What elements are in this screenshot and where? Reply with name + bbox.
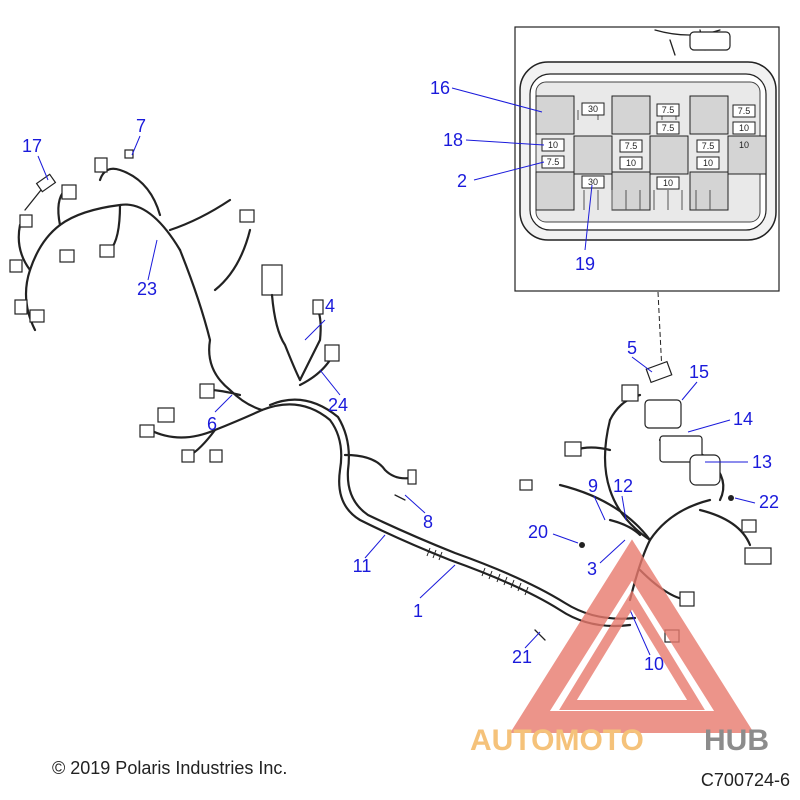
fuse-label: 7.5	[702, 141, 715, 151]
fuse-label: 10	[626, 158, 636, 168]
callout-14: 14	[733, 409, 753, 429]
fuse-label: 7.5	[662, 123, 675, 133]
callout-21: 21	[512, 647, 532, 667]
callout-2: 2	[457, 171, 467, 191]
callout-5: 5	[627, 338, 637, 358]
fuse-label: 30	[588, 177, 598, 187]
callout-8: 8	[423, 512, 433, 532]
fuse-label: 10	[739, 123, 749, 133]
callouts: 1 3 4 5 6 7 8 9 10 11 12 13 14 15 17 20	[22, 116, 779, 674]
fuse-label: 7.5	[625, 141, 638, 151]
callout-1: 1	[413, 601, 423, 621]
callout-11: 11	[353, 556, 372, 576]
left-lower-branch	[139, 383, 417, 501]
callout-4: 4	[325, 296, 335, 316]
callout-6: 6	[207, 414, 217, 434]
callout-7: 7	[136, 116, 146, 136]
diagram-id: C700724-6	[701, 770, 790, 790]
callout-17: 17	[22, 136, 42, 156]
callout-19: 19	[575, 254, 595, 274]
fuse-set: 30 7.5 7.5 7.5 10 10 7.5 7.5 10 7.5 10 3…	[541, 102, 756, 190]
fuse-box-inset: 30 7.5 7.5 7.5 10 10 7.5 7.5 10 7.5 10 3…	[430, 26, 780, 292]
watermark-logo: AUTOMOTO HUB	[470, 539, 769, 757]
callout-9: 9	[588, 476, 598, 496]
fuse-label: 10	[663, 178, 673, 188]
callout-16: 16	[430, 78, 450, 98]
callout-3: 3	[587, 559, 597, 579]
copyright-text: © 2019 Polaris Industries Inc.	[52, 758, 287, 778]
callout-20: 20	[528, 522, 548, 542]
fuse-label: 7.5	[547, 157, 560, 167]
fuse-label: 10	[548, 140, 558, 150]
fuse-label: 10	[739, 140, 749, 150]
main-harness	[178, 248, 637, 628]
fuse-label: 7.5	[738, 106, 751, 116]
fuse-label: 10	[703, 158, 713, 168]
reference-dash	[657, 291, 663, 373]
callout-22: 22	[759, 492, 779, 512]
watermark-text-primary: AUTOMOTO	[470, 724, 644, 757]
watermark-text-secondary: HUB	[704, 724, 769, 757]
callout-23: 23	[137, 279, 157, 299]
callout-12: 12	[613, 476, 633, 496]
callout-18: 18	[443, 130, 463, 150]
fuse-label: 30	[588, 104, 598, 114]
callout-10: 10	[644, 654, 664, 674]
callout-15: 15	[689, 362, 709, 382]
fuse-label: 7.5	[662, 105, 675, 115]
right-rear-branch	[519, 360, 772, 643]
callout-24: 24	[328, 395, 348, 415]
front-sub-harness	[9, 149, 340, 387]
callout-13: 13	[752, 452, 772, 472]
relay-blocks	[535, 95, 767, 211]
